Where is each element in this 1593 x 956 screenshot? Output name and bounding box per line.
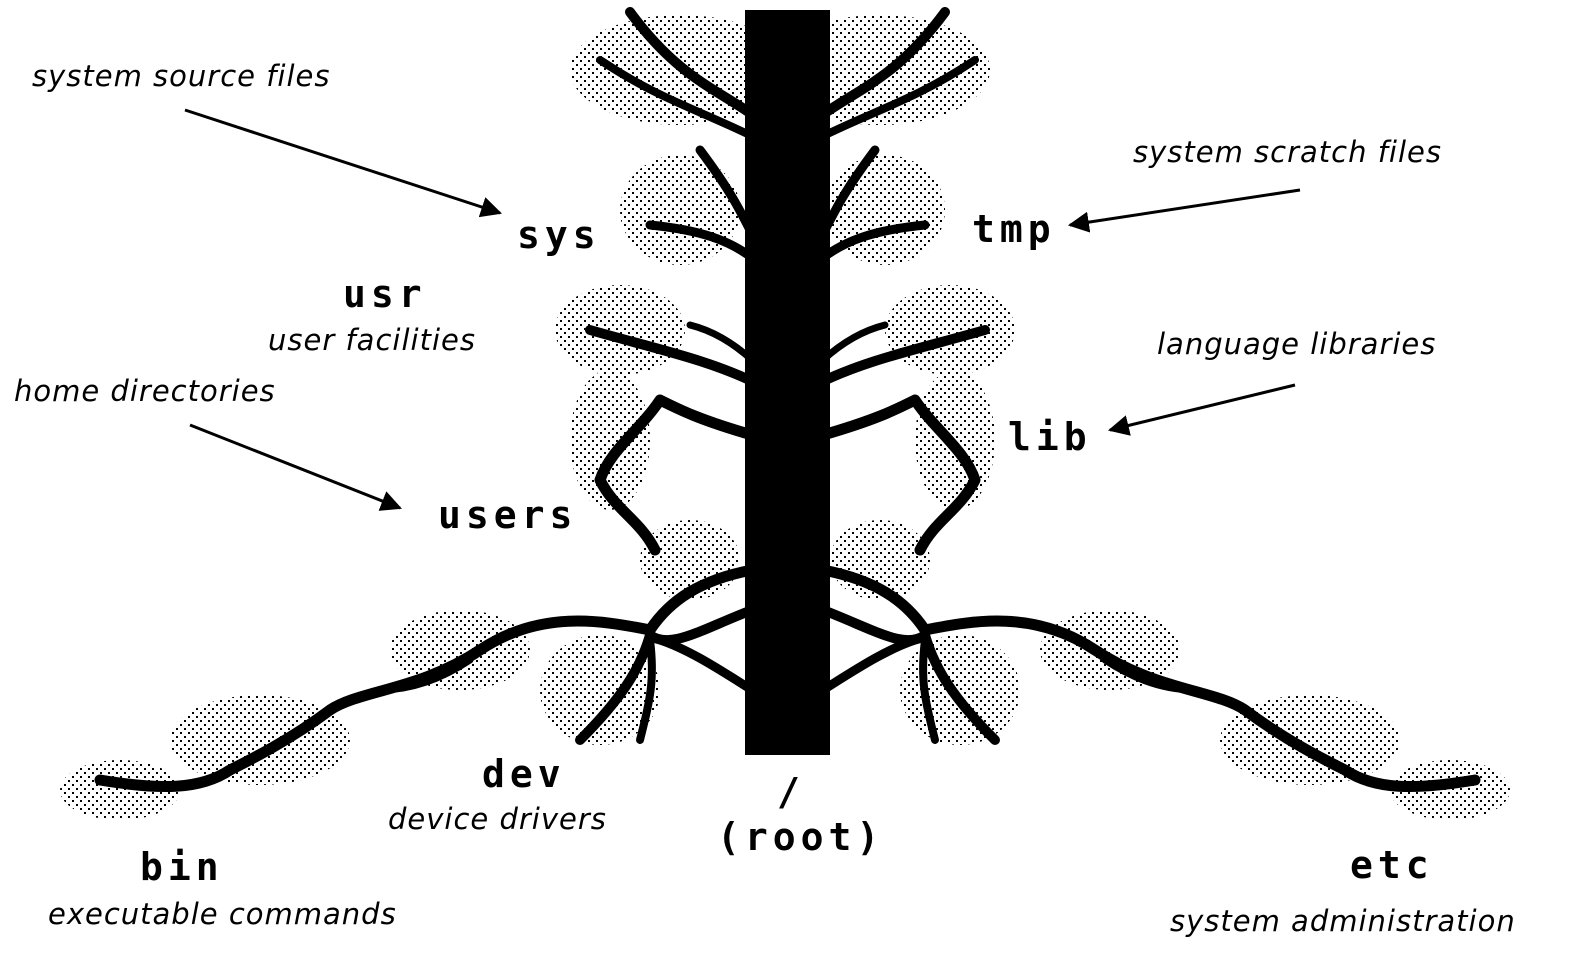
etc-description: system administration — [1170, 904, 1516, 938]
bin-description: executable commands — [48, 897, 397, 931]
users-label: users — [438, 493, 578, 537]
arrow-lib — [1107, 383, 1296, 436]
dev-label: dev — [482, 752, 566, 796]
lib-label: lib — [1008, 415, 1092, 459]
arrow-sys — [184, 108, 502, 218]
arrow-users — [189, 423, 402, 511]
bin-label: bin — [140, 845, 224, 889]
annotation-arrows — [184, 108, 1301, 511]
sys-label: sys — [517, 213, 601, 257]
arrow-tmp — [1067, 188, 1301, 233]
etc-label: etc — [1350, 843, 1434, 887]
dithered-foliage — [60, 15, 1510, 820]
usr-description: user facilities — [268, 323, 476, 357]
dev-description: device drivers — [388, 802, 607, 836]
tmp-description: system scratch files — [1133, 135, 1442, 169]
root-label: (root) — [717, 815, 885, 859]
sys-description: system source files — [32, 59, 331, 93]
lib-description: language libraries — [1157, 327, 1437, 361]
usr-label: usr — [343, 272, 427, 316]
users-description: home directories — [14, 374, 276, 408]
root-slash-label: / — [777, 770, 805, 814]
tmp-label: tmp — [972, 207, 1056, 251]
